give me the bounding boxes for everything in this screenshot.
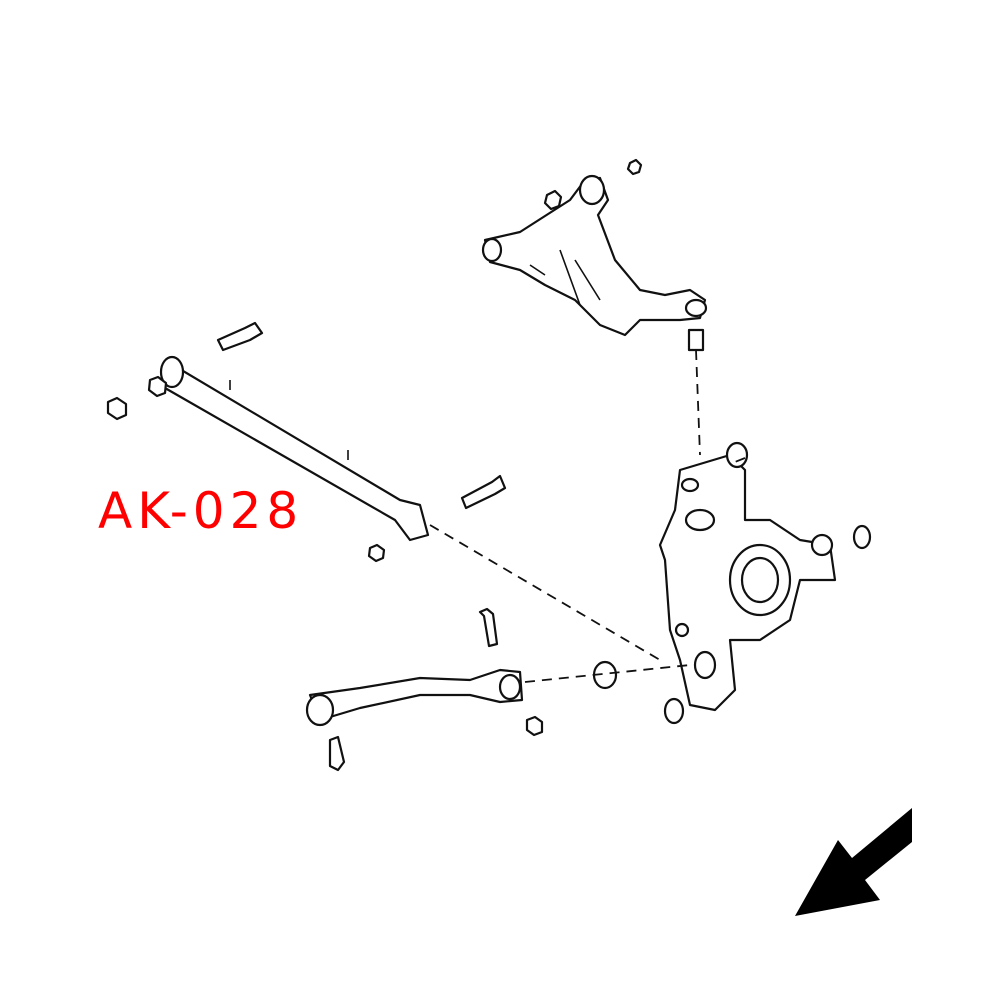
assembly-line — [695, 349, 701, 456]
upper-control-arm — [481, 158, 708, 352]
toe-link — [305, 607, 618, 772]
part-number-label: AK-028 — [98, 482, 304, 540]
assembly-line — [429, 524, 661, 661]
lower-lateral-link — [106, 321, 507, 563]
assembly-line — [524, 664, 691, 683]
assembly-line — [734, 457, 746, 463]
rear-knuckle — [658, 441, 872, 725]
arrow-down-left-icon — [795, 808, 912, 916]
